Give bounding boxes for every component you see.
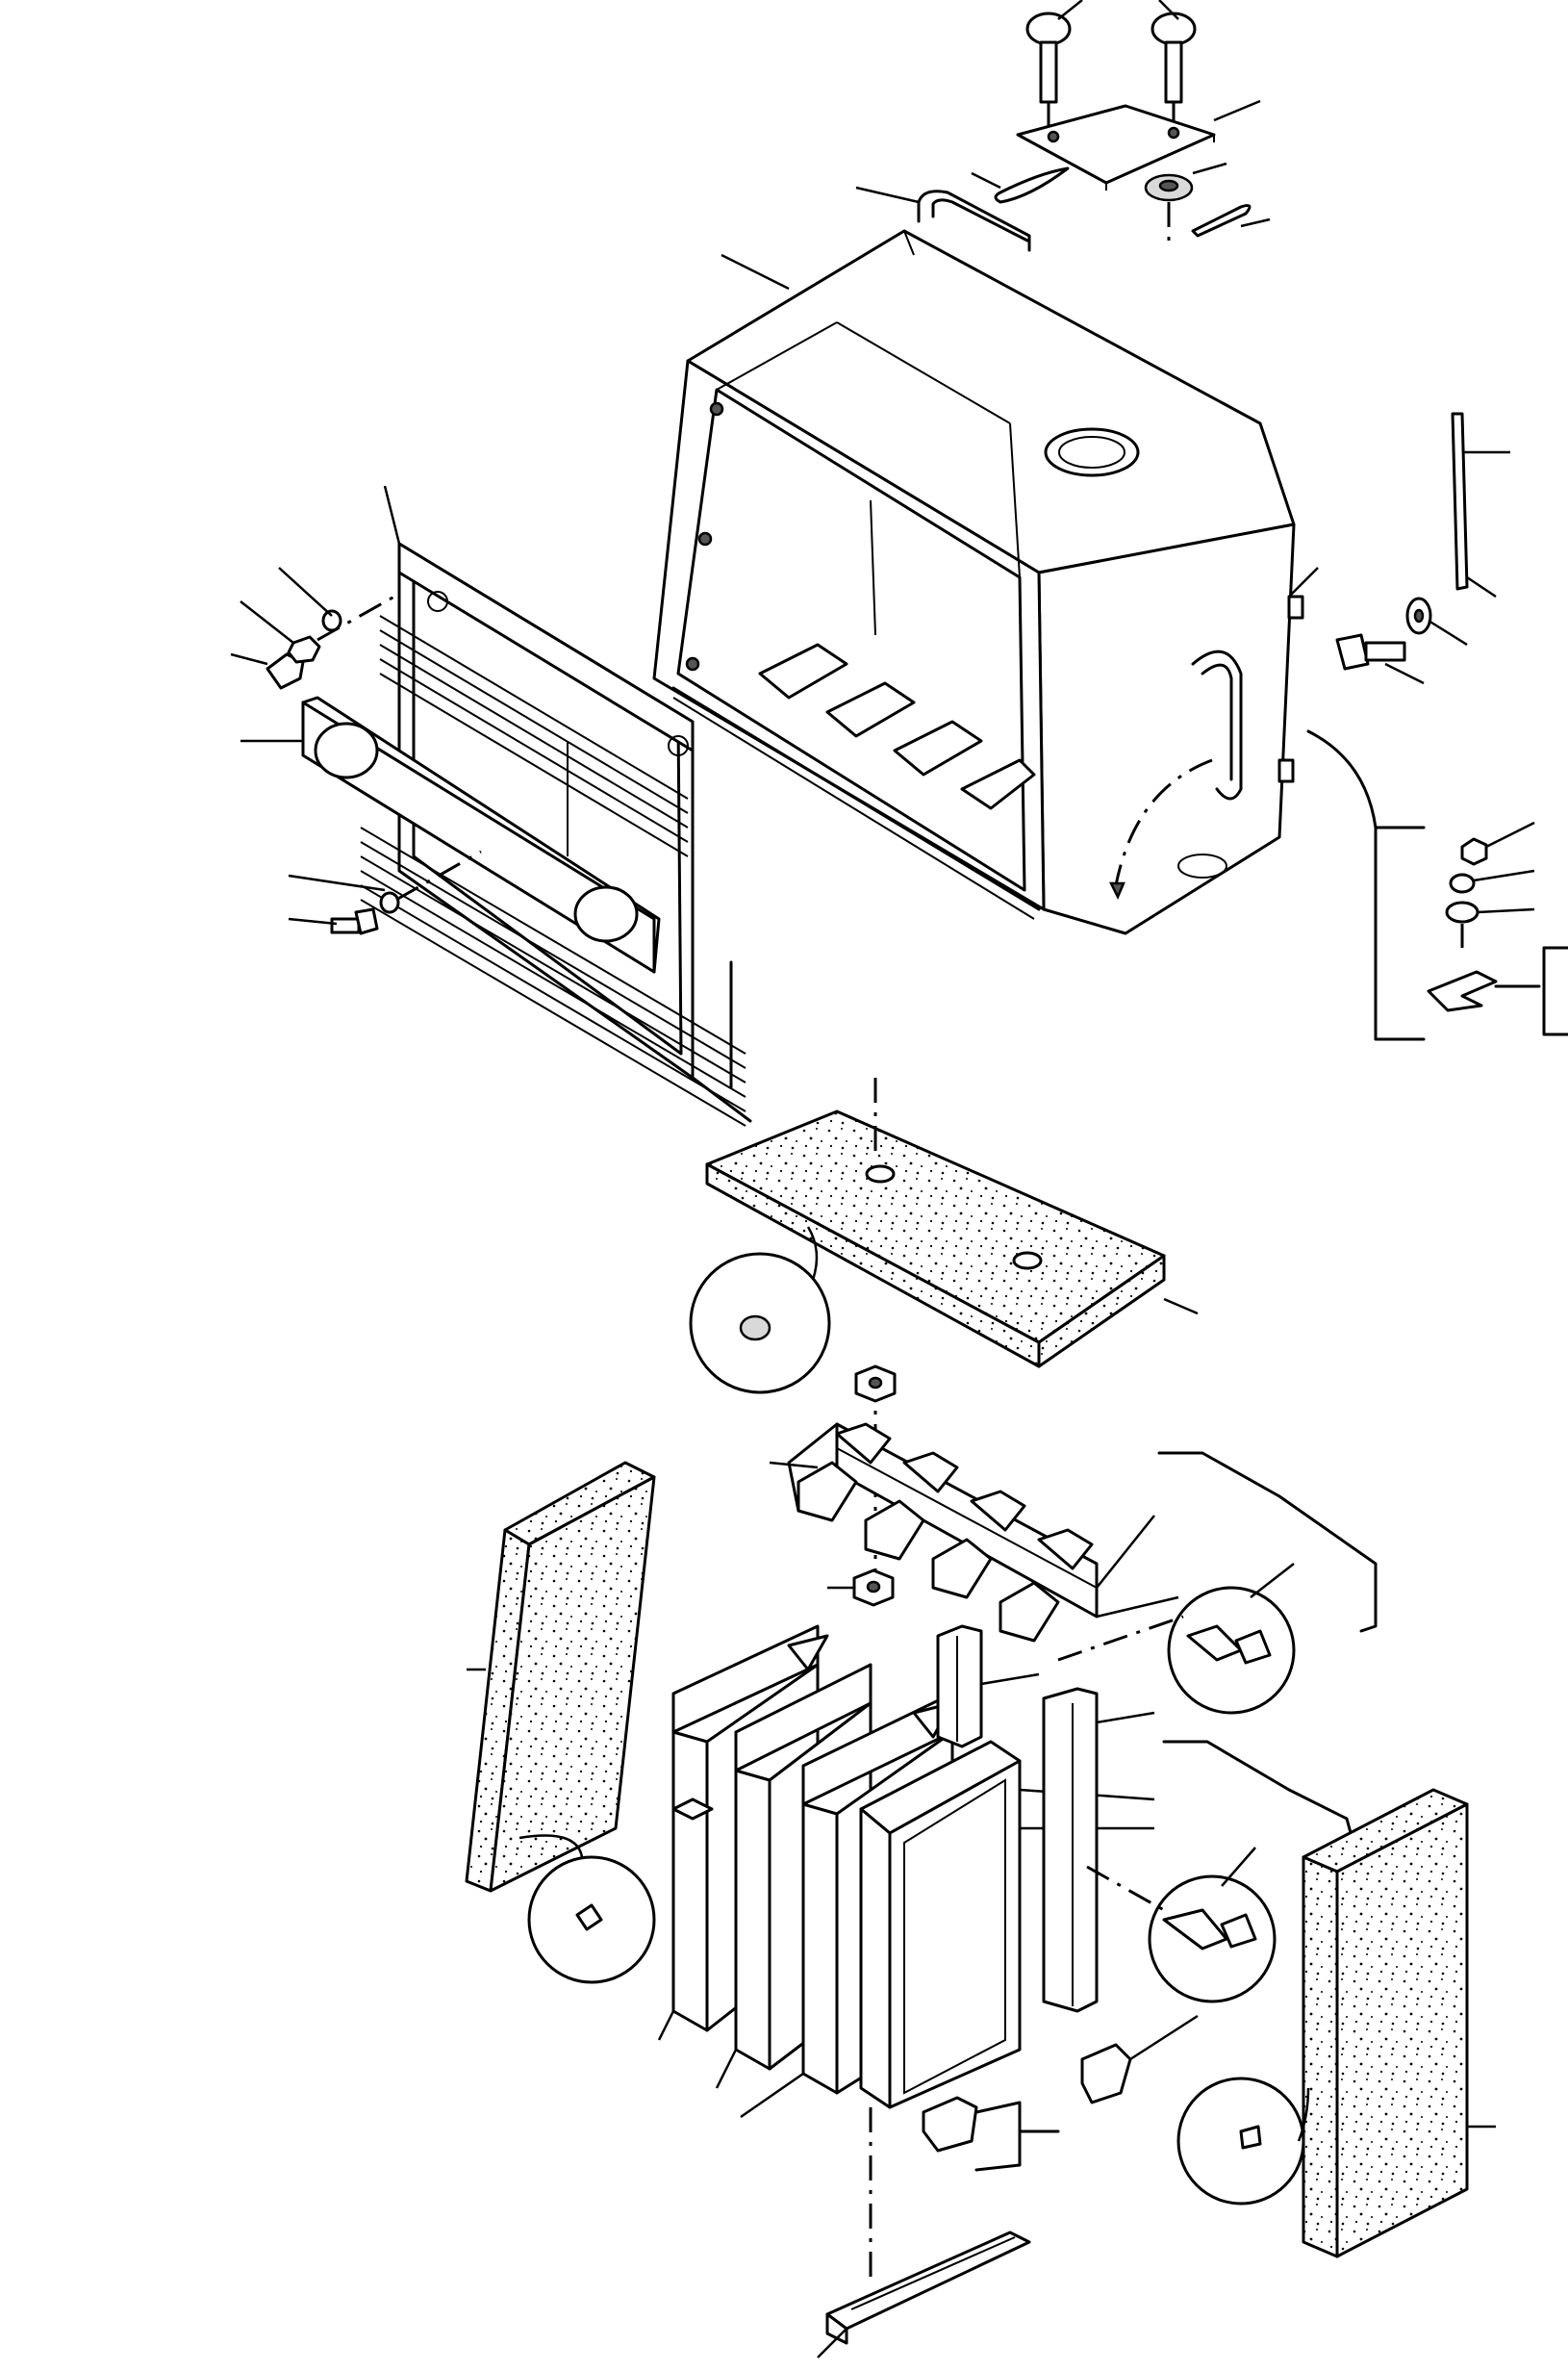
washer-top — [1144, 162, 1227, 202]
detail-callout-circle-5 — [1176, 2077, 1310, 2205]
corner-block-left — [922, 2096, 1060, 2172]
side-insulation-pad-right — [1302, 1788, 1496, 2258]
split-pin-top — [1191, 204, 1271, 238]
detail-callout-circle-4 — [518, 1834, 656, 1984]
side-strip-bracket — [1451, 412, 1510, 599]
grille-nut — [240, 600, 321, 664]
cover-plate — [1016, 99, 1261, 191]
top-insulation-pad — [705, 1078, 1199, 1368]
hood-housing — [652, 229, 1319, 935]
detail-callout-circle-1 — [689, 1226, 831, 1394]
lifting-handle — [855, 186, 1031, 252]
grille-washer — [278, 567, 342, 632]
side-washer — [1405, 597, 1468, 647]
grille-panel-plate — [240, 696, 661, 974]
channel-strip-left — [936, 1624, 1040, 1748]
mounting-rail-bracket — [769, 1422, 1099, 1643]
side-bolt — [1335, 633, 1425, 685]
detail-callout-circle-2 — [1167, 1563, 1296, 1715]
clevis-pin-right — [1151, 0, 1197, 104]
bracket-group-leader — [1096, 1451, 1378, 1633]
bottom-angle-strip — [817, 2231, 1031, 2358]
grille-bolt — [288, 850, 482, 935]
hex-nut-lower — [827, 1568, 895, 1607]
latch-fastener-group — [1306, 729, 1568, 1041]
corner-block-right — [1080, 2014, 1199, 2104]
detail-callout-circle-3 — [1148, 1847, 1277, 2003]
clevis-pin-left — [1025, 0, 1083, 104]
hex-nut-upper — [854, 1364, 897, 1403]
grille-nut-cap — [230, 652, 305, 690]
channel-strip-right — [1042, 1687, 1155, 2013]
baffle-panel-4 — [859, 1740, 1155, 2109]
side-insulation-pad-left — [465, 1461, 656, 1893]
hair-pin-clip — [971, 166, 1070, 204]
